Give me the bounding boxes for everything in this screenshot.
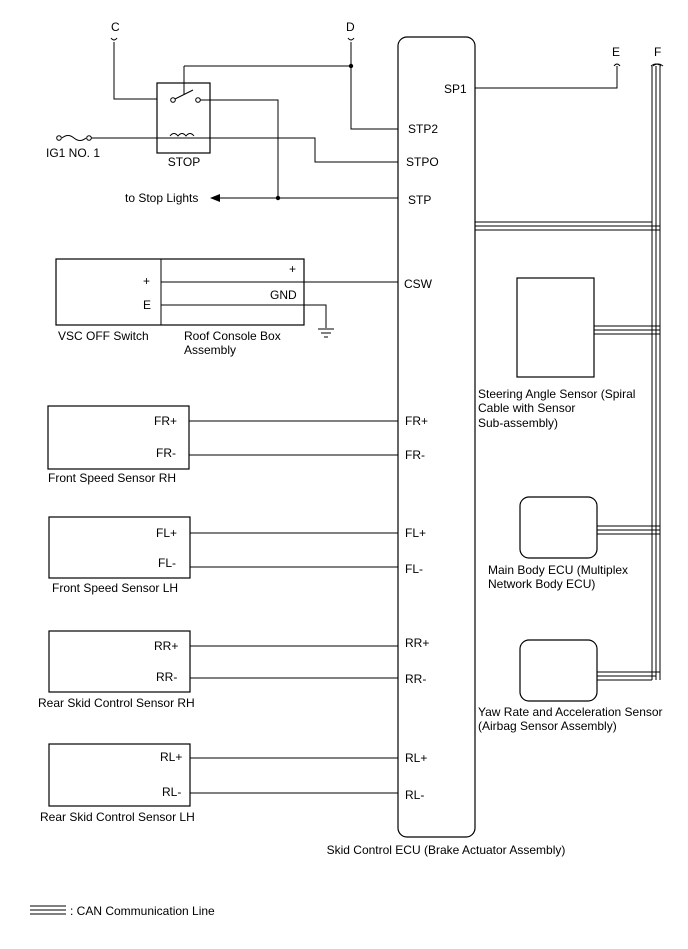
pin-stp: STP <box>408 193 431 207</box>
rear-skid-sensor-lh: RL+ RL- Rear Skid Control Sensor LH <box>40 743 398 824</box>
pin-rl-minus: RL- <box>405 788 424 802</box>
pin-stpo: STPO <box>406 155 439 169</box>
pin-csw: CSW <box>404 277 433 291</box>
pin-sp1: SP1 <box>444 82 467 96</box>
steering-label-3: Sub-assembly) <box>478 416 558 430</box>
rear-skid-sensor-lh-label: Rear Skid Control Sensor LH <box>40 810 195 824</box>
connector-d-label: D <box>346 20 355 34</box>
legend-can-line: : CAN Communication Line <box>70 904 215 918</box>
connector-c-label: C <box>111 20 120 34</box>
front-speed-sensor-lh-label: Front Speed Sensor LH <box>52 581 178 595</box>
vsc-off-switch: + E + GND VSC OFF Switch Roof Console Bo… <box>55 258 398 357</box>
stop-relay: STOP <box>156 66 279 198</box>
main-body-ecu: Main Body ECU (Multiplex Network Body EC… <box>488 496 628 591</box>
ig1-fuse: IG1 NO. 1 <box>46 135 398 163</box>
steering-angle-sensor: Steering Angle Sensor (Spiral Cable with… <box>478 277 635 430</box>
legend: : CAN Communication Line <box>30 904 215 918</box>
front-speed-sensor-rh: FR+ FR- Front Speed Sensor RH <box>47 405 398 485</box>
vsc-plus-left: + <box>143 274 150 288</box>
connector-f: F <box>650 45 664 67</box>
ig1-fuse-label: IG1 NO. 1 <box>46 146 100 160</box>
can-bus <box>475 66 661 681</box>
pin-rl-plus: RL+ <box>405 751 427 765</box>
fr-minus-label: FR- <box>156 446 176 460</box>
fl-minus-label: FL- <box>158 556 176 570</box>
stop-relay-label: STOP <box>168 155 200 169</box>
connector-e: E <box>475 45 621 89</box>
rl-plus-label: RL+ <box>160 750 182 764</box>
pin-stp2: STP2 <box>408 122 438 136</box>
pin-fl-minus: FL- <box>405 562 423 576</box>
vsc-e-left: E <box>143 298 151 312</box>
connector-c: C <box>110 20 170 100</box>
yaw-label-1: Yaw Rate and Acceleration Sensor <box>478 705 663 719</box>
main-body-label-2: Network Body ECU) <box>488 577 595 591</box>
rear-skid-sensor-rh-label: Rear Skid Control Sensor RH <box>38 696 195 710</box>
connector-f-label: F <box>654 45 661 59</box>
pin-rr-minus: RR- <box>405 672 426 686</box>
to-stop-lights-label: to Stop Lights <box>125 191 198 205</box>
pin-fl-plus: FL+ <box>405 526 426 540</box>
front-speed-sensor-lh: FL+ FL- Front Speed Sensor LH <box>48 516 398 595</box>
steering-label-1: Steering Angle Sensor (Spiral <box>478 387 635 401</box>
roof-console-label-1: Roof Console Box <box>184 329 281 343</box>
front-speed-sensor-rh-label: Front Speed Sensor RH <box>48 471 176 485</box>
pin-fr-minus: FR- <box>405 448 425 462</box>
steering-label-2: Cable with Sensor <box>478 401 575 415</box>
main-body-label-1: Main Body ECU (Multiplex <box>488 563 628 577</box>
vsc-plus-right: + <box>289 262 296 276</box>
connector-d: D <box>346 20 398 130</box>
rear-skid-sensor-rh: RR+ RR- Rear Skid Control Sensor RH <box>38 630 398 710</box>
rl-minus-label: RL- <box>162 785 181 799</box>
skid-control-ecu: Skid Control ECU (Brake Actuator Assembl… <box>327 36 566 857</box>
fr-plus-label: FR+ <box>154 414 177 428</box>
rr-plus-label: RR+ <box>154 639 178 653</box>
pin-rr-plus: RR+ <box>405 636 429 650</box>
fl-plus-label: FL+ <box>156 526 177 540</box>
roof-console-label-2: Assembly <box>184 343 236 357</box>
vsc-gnd: GND <box>270 288 297 302</box>
ecu-title: Skid Control ECU (Brake Actuator Assembl… <box>327 843 566 857</box>
vsc-off-switch-label: VSC OFF Switch <box>58 329 149 343</box>
rr-minus-label: RR- <box>156 670 177 684</box>
yaw-label-2: (Airbag Sensor Assembly) <box>478 719 617 733</box>
yaw-rate-sensor: Yaw Rate and Acceleration Sensor (Airbag… <box>478 639 663 733</box>
pin-fr-plus: FR+ <box>405 414 428 428</box>
connector-e-label: E <box>612 45 620 59</box>
